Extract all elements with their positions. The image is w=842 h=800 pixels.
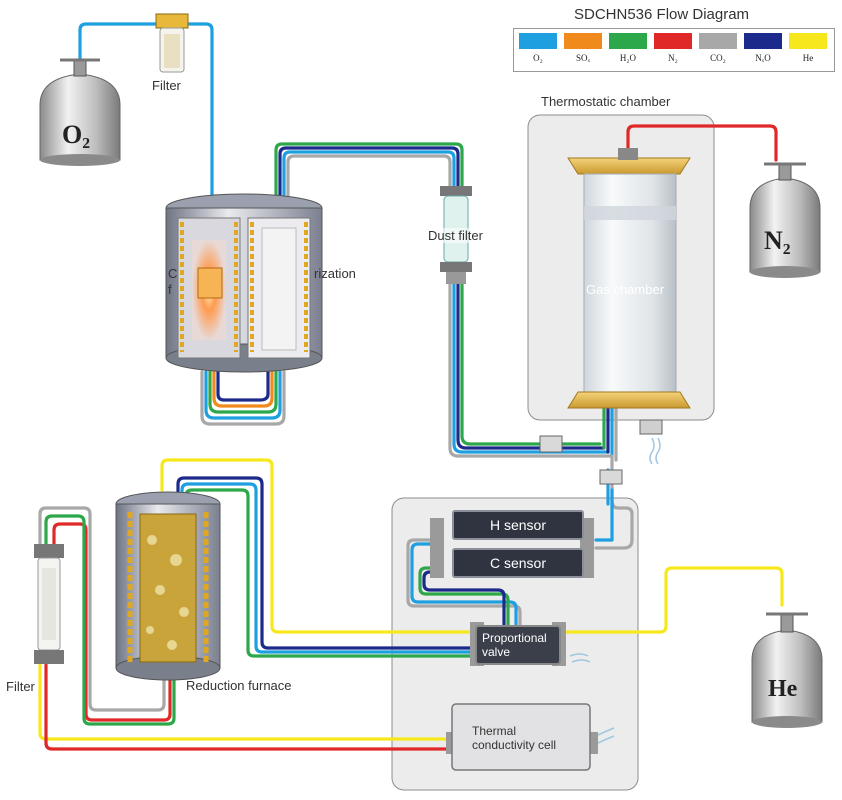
reduction-furnace-label: Reduction furnace	[186, 678, 292, 693]
he-cylinder-label: He	[768, 676, 798, 702]
legend-swatch-nxo	[744, 33, 782, 49]
proportional-valve-label-2: valve	[482, 645, 511, 659]
gas-chamber-label: Gas chamber	[586, 282, 665, 297]
inline-valve-1	[539, 435, 563, 453]
filter-top-label: Filter	[152, 78, 181, 93]
legend-swatch-he	[789, 33, 827, 49]
legend-swatch-o2	[519, 33, 557, 49]
purification-label-partial: rization	[314, 266, 356, 281]
legend-label-co2: CO₂	[710, 53, 726, 63]
he-cylinder	[751, 612, 823, 728]
h-sensor: H sensor	[452, 510, 584, 540]
tcc-label-1: Thermal	[472, 724, 517, 738]
legend-swatch-sox	[564, 33, 602, 49]
combustion-label-partial-2: f	[168, 282, 172, 297]
combustion-label-partial-1: C	[168, 266, 178, 281]
combustion-furnace	[165, 193, 323, 373]
sensor-cap-left	[430, 518, 444, 578]
legend-label-h2o: H₂O	[619, 53, 637, 63]
thermal-conductivity-cell	[446, 703, 598, 771]
inline-valve-2	[599, 469, 623, 485]
tcc-label-2: conductivity cell	[472, 738, 557, 752]
legend-label-nxo: NₓO	[755, 53, 771, 63]
legend-label-n2: N₂	[668, 53, 678, 63]
proportional-valve-label-1: Proportional	[482, 631, 547, 645]
filter-left-label: Filter	[6, 679, 35, 694]
o2-cylinder-label: O₂	[62, 120, 91, 149]
legend-swatch-n2	[654, 33, 692, 49]
n2-cylinder-label: N₂	[764, 226, 791, 255]
legend-swatch-h2o	[609, 33, 647, 49]
legend-label-sox: SOₓ	[575, 53, 591, 63]
c-sensor: C sensor	[452, 548, 584, 578]
diagram-title: SDCHN536 Flow Diagram	[574, 6, 750, 23]
left-filter	[34, 544, 64, 664]
legend-label-he: He	[802, 53, 814, 63]
legend-swatch-co2	[699, 33, 737, 49]
thermostatic-chamber-label: Thermostatic chamber	[541, 94, 671, 109]
o2-cylinder	[39, 58, 121, 166]
n2-cylinder	[749, 162, 821, 278]
legend: O₂ SOₓ H₂O N₂ CO₂ NₓO He	[513, 28, 835, 72]
o2-filter	[155, 13, 189, 73]
proportional-valve	[470, 622, 566, 666]
gas-chamber	[567, 148, 691, 435]
dust-filter-label: Dust filter	[428, 228, 483, 243]
legend-label-o2: O₂	[533, 53, 543, 63]
reduction-furnace	[115, 491, 221, 681]
